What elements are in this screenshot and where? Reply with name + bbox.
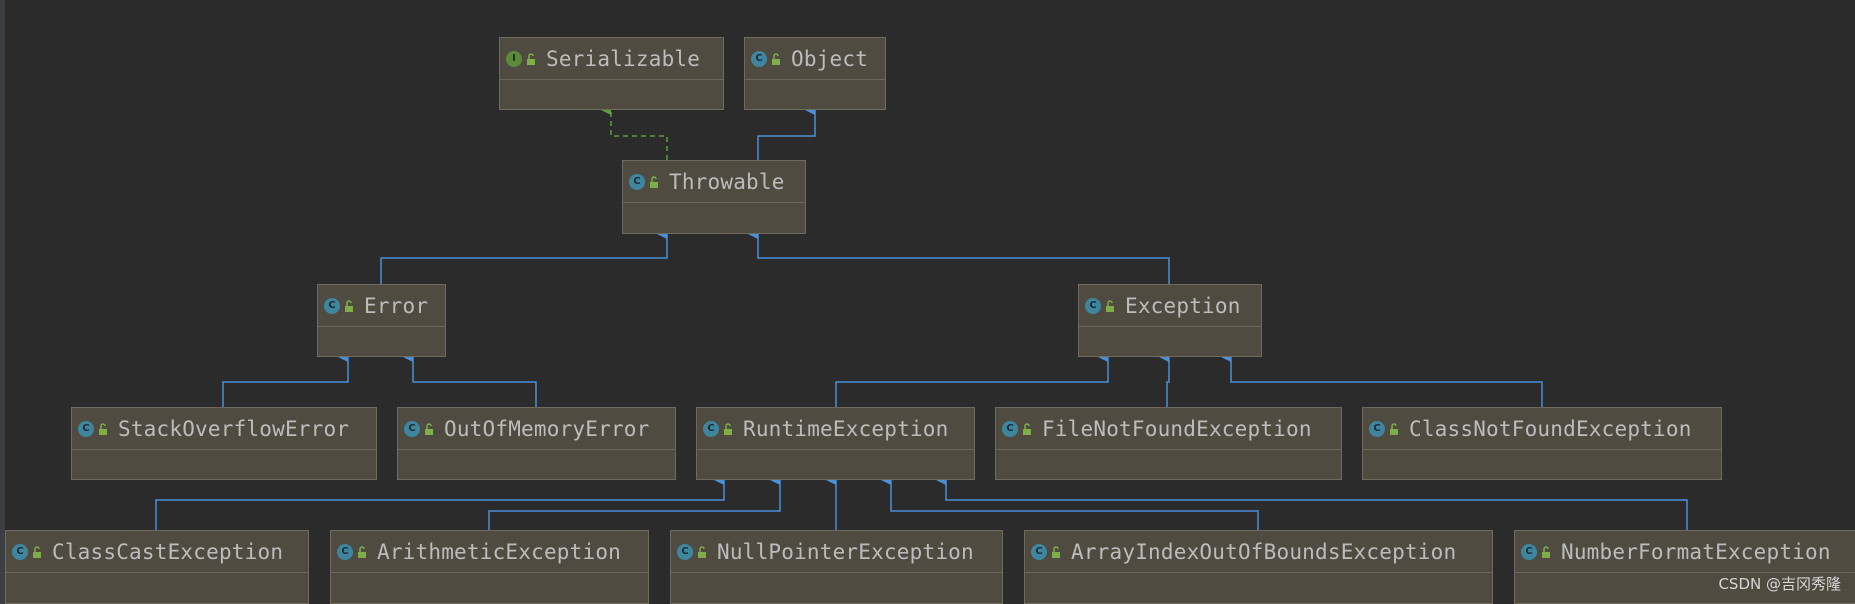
edge-throwable-serializable — [601, 105, 668, 160]
unlocked-icon — [33, 545, 41, 558]
node-label: NullPointerException — [717, 539, 974, 564]
node-serializable[interactable]: I Serializable — [499, 37, 724, 110]
class-icon: C — [629, 173, 645, 190]
node-exception[interactable]: C Exception — [1078, 284, 1262, 357]
node-arrayindexoutofboundsexception[interactable]: C ArrayIndexOutOfBoundsException — [1024, 530, 1493, 604]
node-label: OutOfMemoryError — [444, 416, 650, 441]
class-icon: C — [324, 297, 340, 314]
unlocked-icon — [650, 175, 658, 188]
node-arithmeticexception[interactable]: C ArithmeticException — [330, 530, 649, 604]
node-label: StackOverflowError — [118, 416, 350, 441]
unlocked-icon — [1106, 299, 1114, 312]
watermark: CSDN @吉冈秀隆 — [1718, 575, 1841, 593]
edge-error-throwable — [380, 229, 668, 284]
unlocked-icon — [425, 422, 433, 435]
unlocked-icon — [724, 422, 732, 435]
node-label: ClassNotFoundException — [1409, 416, 1692, 441]
edge-arithmeticexception-runtimeexception — [488, 475, 781, 530]
window-left-border — [0, 0, 5, 604]
node-label: RuntimeException — [743, 416, 949, 441]
node-label: Serializable — [546, 46, 701, 71]
unlocked-icon — [527, 52, 535, 65]
unlocked-icon — [1023, 422, 1031, 435]
node-nullpointerexception[interactable]: C NullPointerException — [670, 530, 1003, 604]
class-icon: C — [337, 543, 353, 560]
unlocked-icon — [698, 545, 706, 558]
node-numberformatexception[interactable]: C NumberFormatException — [1514, 530, 1855, 604]
edge-filenotfoundexception-exception — [1159, 352, 1170, 407]
node-label: Object — [791, 46, 869, 71]
node-label: NumberFormatException — [1561, 539, 1831, 564]
edge-classcastexception-runtimeexception — [155, 475, 725, 530]
edge-classnotfoundexception-exception — [1221, 352, 1543, 407]
node-object[interactable]: C Object — [744, 37, 886, 110]
edge-exception-throwable — [748, 229, 1170, 284]
node-label: Exception — [1125, 293, 1241, 318]
node-label: FileNotFoundException — [1042, 416, 1312, 441]
class-icon: C — [677, 543, 693, 560]
node-filenotfoundexception[interactable]: C FileNotFoundException — [995, 407, 1342, 480]
edge-stackoverflowerror-error — [222, 352, 349, 407]
edge-outofmemoryerror-error — [403, 352, 537, 407]
unlocked-icon — [358, 545, 366, 558]
node-classnotfoundexception[interactable]: C ClassNotFoundException — [1362, 407, 1722, 480]
class-icon: C — [703, 420, 719, 437]
unlocked-icon — [1390, 422, 1398, 435]
node-runtimeexception[interactable]: C RuntimeException — [696, 407, 975, 480]
class-icon: C — [751, 50, 767, 67]
class-icon: C — [12, 543, 28, 560]
node-label: ArithmeticException — [377, 539, 622, 564]
node-label: Error — [364, 293, 429, 318]
node-label: Throwable — [669, 169, 785, 194]
node-stackoverflowerror[interactable]: C StackOverflowError — [71, 407, 377, 480]
node-classcastexception[interactable]: C ClassCastException — [5, 530, 309, 604]
class-icon: C — [404, 420, 420, 437]
unlocked-icon — [345, 299, 353, 312]
node-label: ClassCastException — [52, 539, 284, 564]
unlocked-icon — [99, 422, 107, 435]
edge-runtimeexception-exception — [835, 352, 1109, 407]
interface-icon: I — [506, 50, 522, 67]
class-icon: C — [1521, 543, 1537, 560]
edge-throwable-object — [757, 105, 816, 160]
class-icon: C — [1002, 420, 1018, 437]
unlocked-icon — [772, 52, 780, 65]
edge-arrayindexoutofboundsexception-runtimeexception — [881, 475, 1259, 530]
edge-numberformatexception-runtimeexception — [936, 475, 1688, 530]
class-icon: C — [1085, 297, 1101, 314]
node-outofmemoryerror[interactable]: C OutOfMemoryError — [397, 407, 676, 480]
unlocked-icon — [1542, 545, 1550, 558]
unlocked-icon — [1052, 545, 1060, 558]
class-icon: C — [78, 420, 94, 437]
node-throwable[interactable]: C Throwable — [622, 160, 806, 234]
node-label: ArrayIndexOutOfBoundsException — [1071, 539, 1457, 564]
class-icon: C — [1369, 420, 1385, 437]
class-icon: C — [1031, 543, 1047, 560]
node-error[interactable]: C Error — [317, 284, 446, 357]
